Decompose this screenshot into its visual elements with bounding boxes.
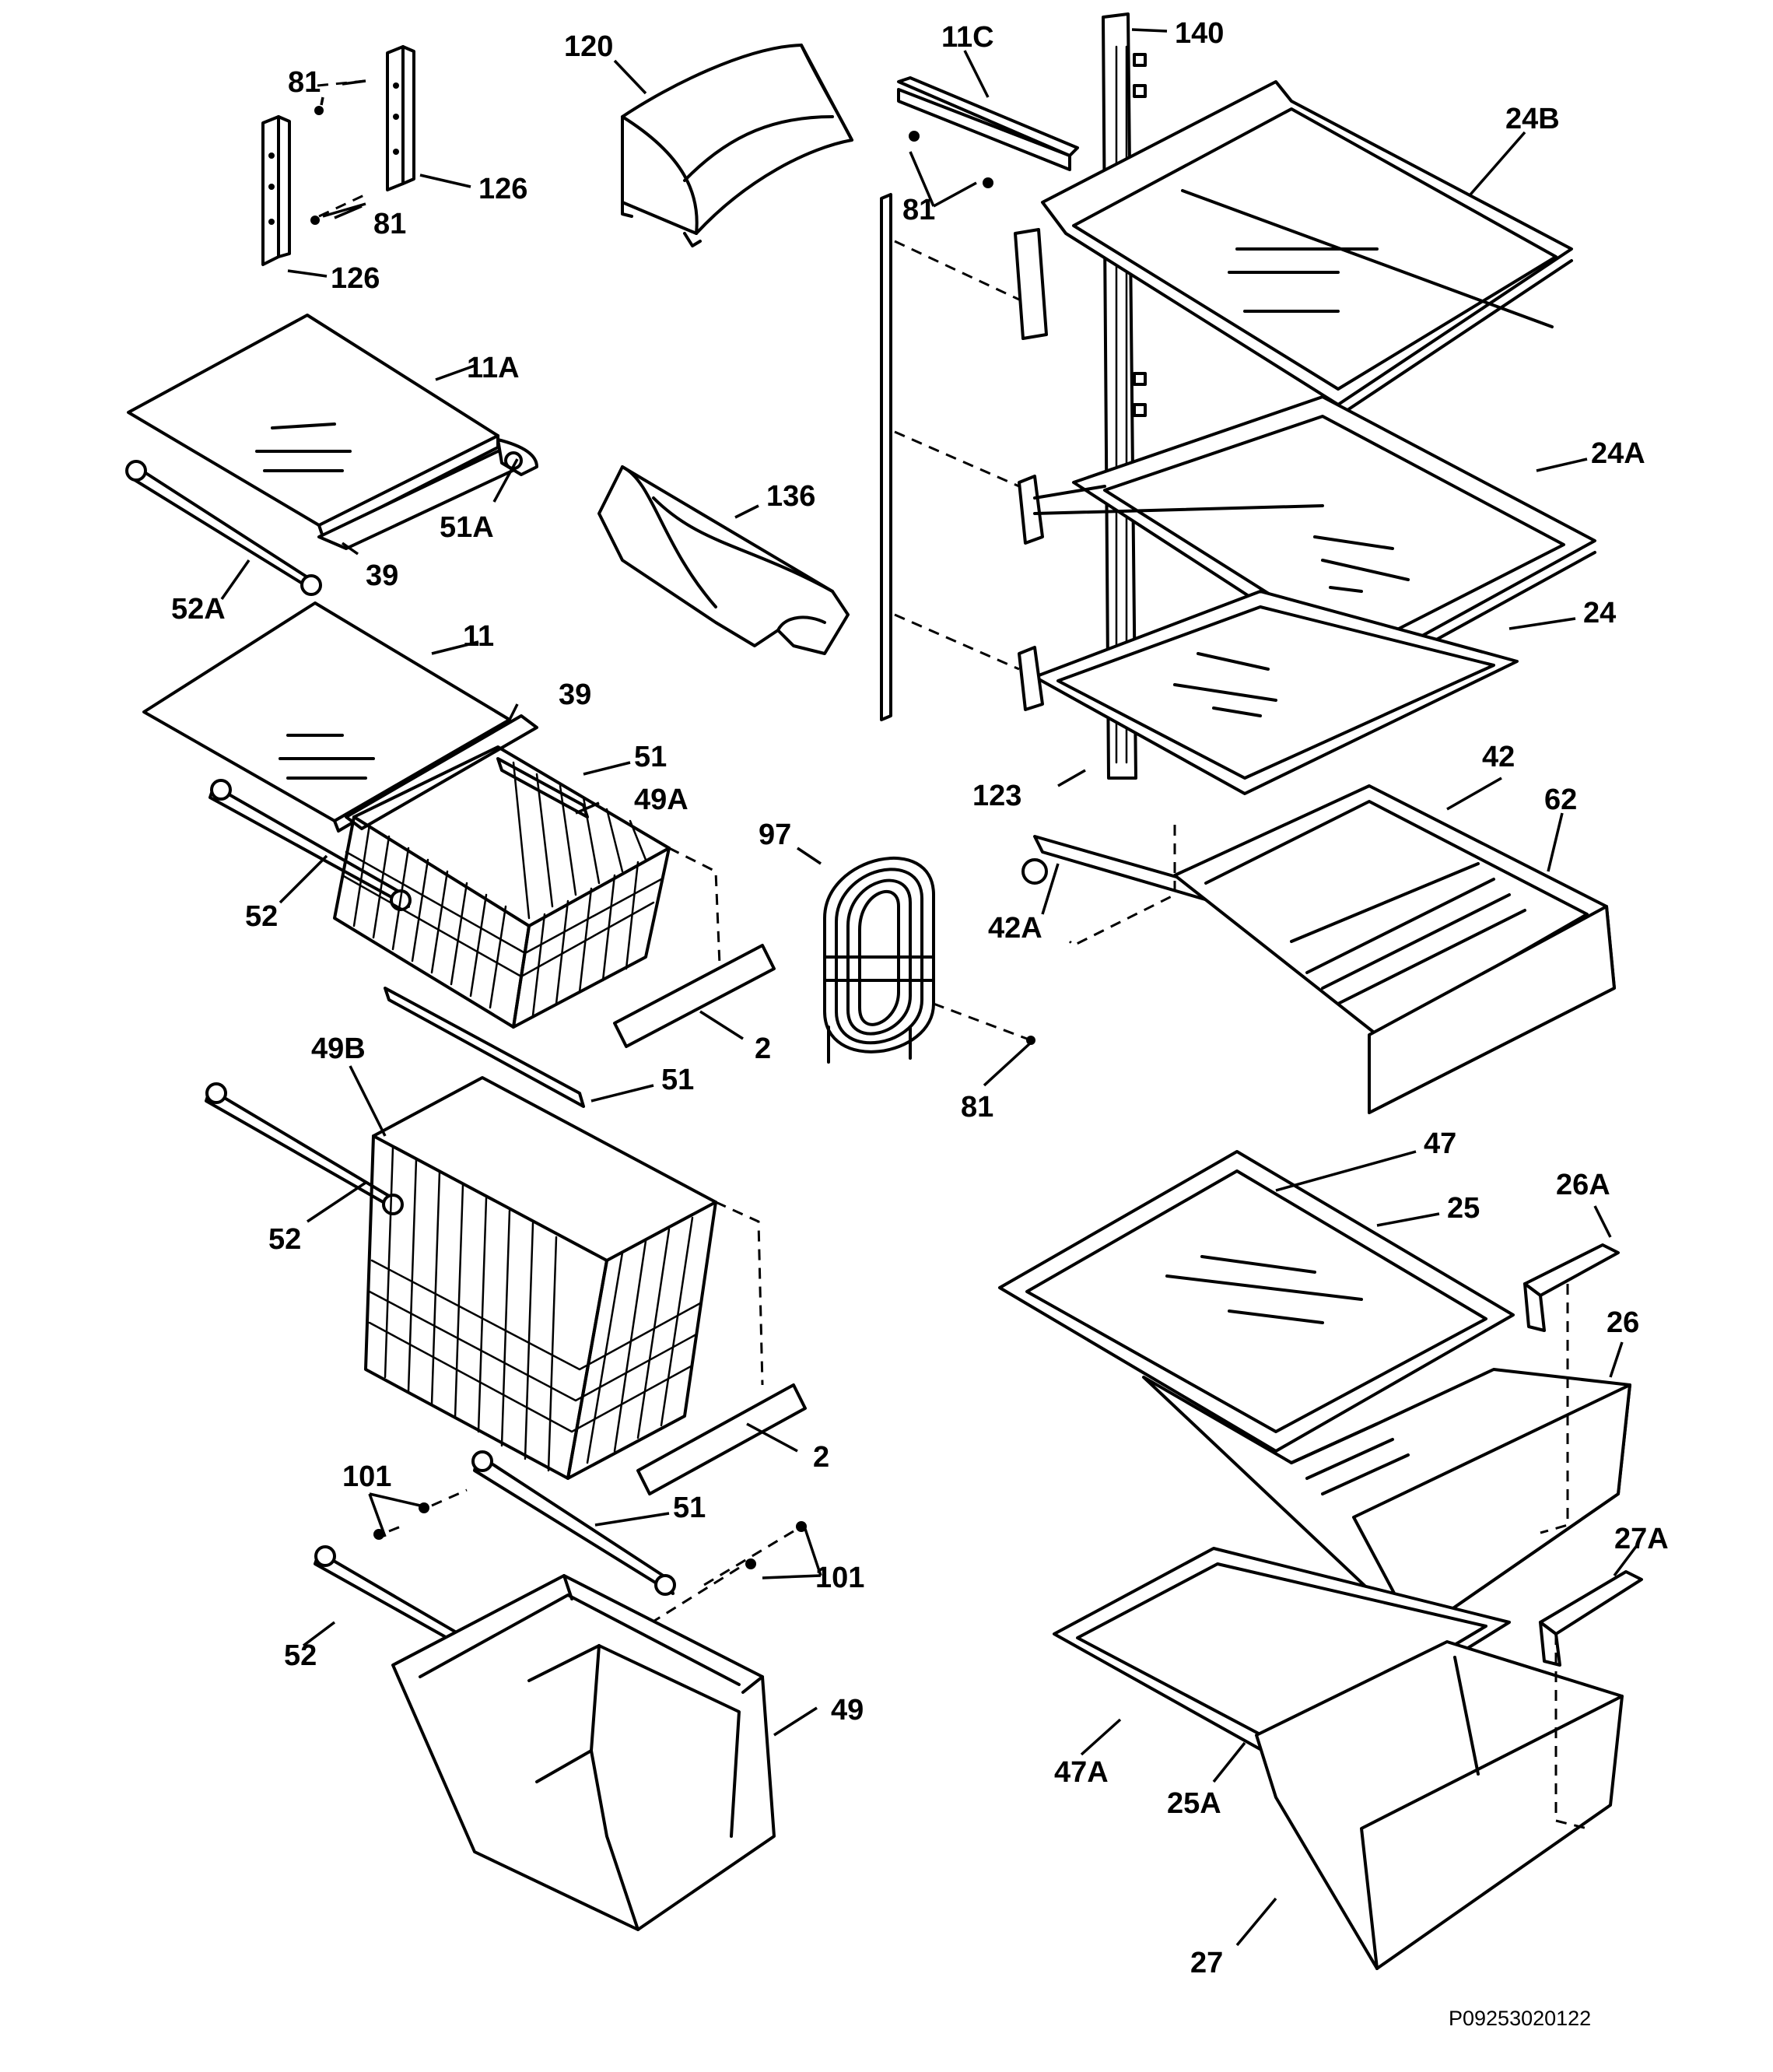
bin-49-assembly <box>314 1450 807 1931</box>
crisper-62-assembly <box>1021 784 1616 1114</box>
part-label: 39 <box>366 559 398 592</box>
shelf-24 <box>1018 590 1519 795</box>
part-label: 136 <box>766 480 815 513</box>
bin-136 <box>597 465 850 655</box>
part-label: 47 <box>1424 1127 1456 1160</box>
part-label: 120 <box>564 30 613 63</box>
part-label: 51 <box>661 1064 694 1096</box>
coil-97 <box>823 857 1035 1064</box>
part-label: 24A <box>1591 437 1645 470</box>
part-label: 2 <box>813 1441 829 1474</box>
drawing-code: P09253020122 <box>1449 2007 1591 2030</box>
part-label: 51 <box>634 741 667 773</box>
part-label: 49 <box>831 1694 864 1727</box>
cover-2-lower <box>636 1201 807 1495</box>
crisper-26-assembly <box>998 1150 1631 1636</box>
part-label: 27A <box>1614 1523 1669 1555</box>
part-label: 126 <box>331 262 380 295</box>
part-label: 101 <box>342 1460 391 1493</box>
part-label: 49A <box>634 784 689 816</box>
bracket-11C <box>897 76 1079 188</box>
part-label: 42 <box>1482 741 1515 773</box>
part-label: 25A <box>1167 1787 1221 1820</box>
part-label: 11 <box>463 620 494 653</box>
bracket-126-pair <box>261 45 415 266</box>
part-label: 97 <box>759 819 791 851</box>
part-label: 26 <box>1607 1306 1639 1339</box>
cover-2-upper <box>613 847 776 1048</box>
part-label: 101 <box>815 1562 864 1594</box>
part-label: 42A <box>988 912 1042 945</box>
part-label: 27 <box>1190 1947 1223 1979</box>
part-label: 49B <box>311 1032 366 1065</box>
part-label: 52 <box>268 1223 301 1256</box>
vertical-rail <box>880 193 1020 721</box>
part-label: 51 <box>673 1492 706 1524</box>
part-label: 62 <box>1544 784 1577 816</box>
part-label: 51A <box>440 511 494 544</box>
part-label: 25 <box>1447 1192 1480 1225</box>
part-labels: 81 126 81 126 120 11C 140 24B 81 11A 51A… <box>171 17 1669 1979</box>
shelf-24A <box>1018 395 1596 682</box>
crisper-27-assembly <box>1053 1547 1643 1970</box>
part-label: 47A <box>1054 1756 1109 1789</box>
part-label: 123 <box>972 780 1021 812</box>
part-label: 140 <box>1175 17 1224 50</box>
shelf-24B <box>1014 80 1573 418</box>
part-label: 24 <box>1583 597 1616 629</box>
part-label: 2 <box>755 1032 771 1065</box>
part-label: 81 <box>288 66 321 99</box>
shelf-11A-assembly <box>125 314 538 596</box>
part-label: 11C <box>941 21 994 54</box>
part-label: 126 <box>478 173 527 205</box>
part-label: 81 <box>902 194 935 226</box>
part-label: 24B <box>1505 103 1560 135</box>
part-label: 52A <box>171 593 226 626</box>
part-label: 52 <box>245 900 278 933</box>
leader-lines <box>220 28 1639 1947</box>
basket-49B <box>205 987 717 1480</box>
part-label: 52 <box>284 1639 317 1672</box>
basket-49A <box>208 745 671 1029</box>
part-label: 11A <box>467 352 520 384</box>
part-label: 26A <box>1556 1169 1610 1201</box>
part-label: 39 <box>559 678 591 711</box>
part-label: 81 <box>961 1091 993 1124</box>
part-label: 81 <box>373 208 406 240</box>
bin-120 <box>621 44 853 247</box>
